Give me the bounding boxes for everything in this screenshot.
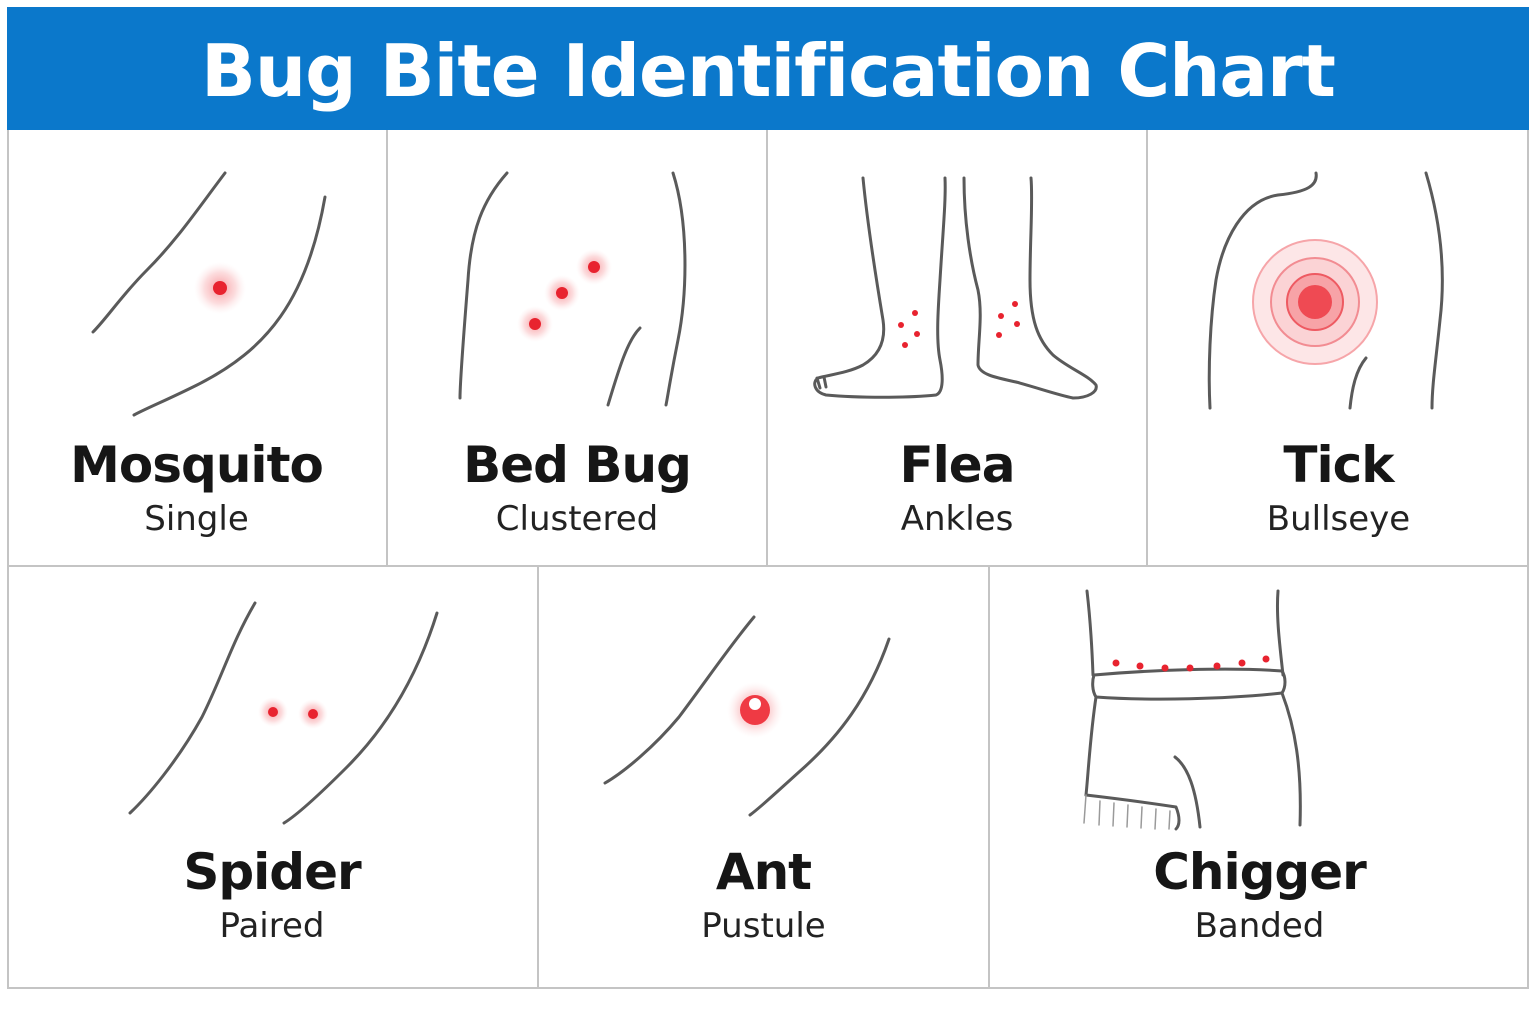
bite-mark (998, 313, 1004, 319)
card-mosquito: Mosquito Single (7, 130, 388, 567)
bite-mark (1213, 662, 1221, 670)
chart-header: Bug Bite Identification Chart (7, 7, 1529, 130)
card-flea: Flea Ankles (768, 130, 1148, 567)
bite-mark (1238, 659, 1246, 667)
card-label: Flea Ankles (768, 440, 1146, 536)
card-label: Spider Paired (7, 847, 537, 943)
bite-mark (529, 318, 541, 330)
bite-mark (556, 287, 568, 299)
foot-outline (813, 176, 947, 399)
body-outline (1275, 589, 1285, 677)
card-tick: Tick Bullseye (1148, 130, 1529, 567)
bite-mark (1298, 285, 1332, 319)
bite-mark (914, 331, 920, 337)
bite-mark (1186, 664, 1194, 672)
card-label: Bed Bug Clustered (388, 440, 766, 536)
body-outline (664, 171, 687, 407)
bite-mark (268, 707, 278, 717)
leg-outline (1173, 755, 1202, 829)
bite-mark (213, 281, 227, 295)
back-illustration (1207, 171, 1444, 410)
shorts-outline (1084, 695, 1098, 797)
feet-illustration (813, 176, 1098, 400)
chart-title: Bug Bite Identification Chart (201, 28, 1336, 113)
toe-lines (815, 375, 828, 390)
chart-row-top: Mosquito Single Bed Bug Clustered (7, 130, 1529, 567)
bite-mark (1262, 655, 1270, 663)
bite-name: Bed Bug (463, 436, 692, 494)
bite-name: Ant (715, 843, 812, 901)
arm-illustration (91, 171, 327, 417)
body-outline (91, 171, 227, 334)
bite-mark (1112, 659, 1120, 667)
bite-name: Flea (899, 436, 1016, 494)
waist-illustration (1083, 589, 1302, 831)
body-outline (603, 615, 756, 785)
foot-outline (962, 176, 1098, 400)
bite-name: Mosquito (70, 436, 324, 494)
arm-illustration (603, 615, 891, 817)
card-spider: Spider Paired (7, 567, 539, 989)
bite-mark (1012, 301, 1018, 307)
arm-illustration (128, 601, 439, 825)
waistband (1091, 667, 1287, 701)
bite-mark (1136, 662, 1144, 670)
card-label: Ant Pustule (539, 847, 988, 943)
bite-mark (898, 322, 904, 328)
body-outline (1424, 171, 1444, 410)
torso-illustration (458, 171, 687, 407)
bite-pattern: Banded (1194, 906, 1325, 946)
chart-row-bottom: Spider Paired Ant Pustule (7, 567, 1529, 989)
shorts-hem (1084, 793, 1181, 831)
body-outline (748, 637, 891, 817)
bite-name: Chigger (1153, 843, 1367, 901)
bite-pattern: Single (144, 499, 249, 539)
bite-mark (308, 709, 318, 719)
body-outline (458, 171, 509, 400)
body-outline (1207, 171, 1318, 410)
body-outline (606, 326, 642, 407)
card-label: Mosquito Single (7, 440, 386, 536)
card-label: Tick Bullseye (1148, 440, 1529, 536)
bite-mark (996, 332, 1002, 338)
bite-pattern: Pustule (701, 906, 826, 946)
pustule-head (749, 698, 761, 710)
bite-mark (1014, 321, 1020, 327)
card-bed-bug: Bed Bug Clustered (388, 130, 768, 567)
bite-pattern: Bullseye (1266, 499, 1411, 539)
bite-mark (902, 342, 908, 348)
bite-mark (588, 261, 600, 273)
bite-pattern: Clustered (495, 499, 659, 539)
card-ant: Ant Pustule (539, 567, 990, 989)
bite-pattern: Ankles (900, 499, 1014, 539)
shorts-outline (1280, 691, 1302, 827)
body-outline (128, 601, 257, 815)
bite-name: Tick (1283, 436, 1394, 494)
bite-pattern: Paired (219, 906, 325, 946)
bite-mark (1161, 664, 1169, 672)
chart-frame (7, 7, 1529, 989)
card-chigger: Chigger Banded (990, 567, 1529, 989)
body-outline (1348, 356, 1368, 410)
card-label: Chigger Banded (990, 847, 1529, 943)
body-outline (282, 611, 439, 825)
body-outline (132, 195, 327, 417)
bite-mark (912, 310, 918, 316)
body-outline (1085, 589, 1095, 677)
sock-ribbing (1083, 794, 1171, 830)
bite-name: Spider (183, 843, 361, 901)
